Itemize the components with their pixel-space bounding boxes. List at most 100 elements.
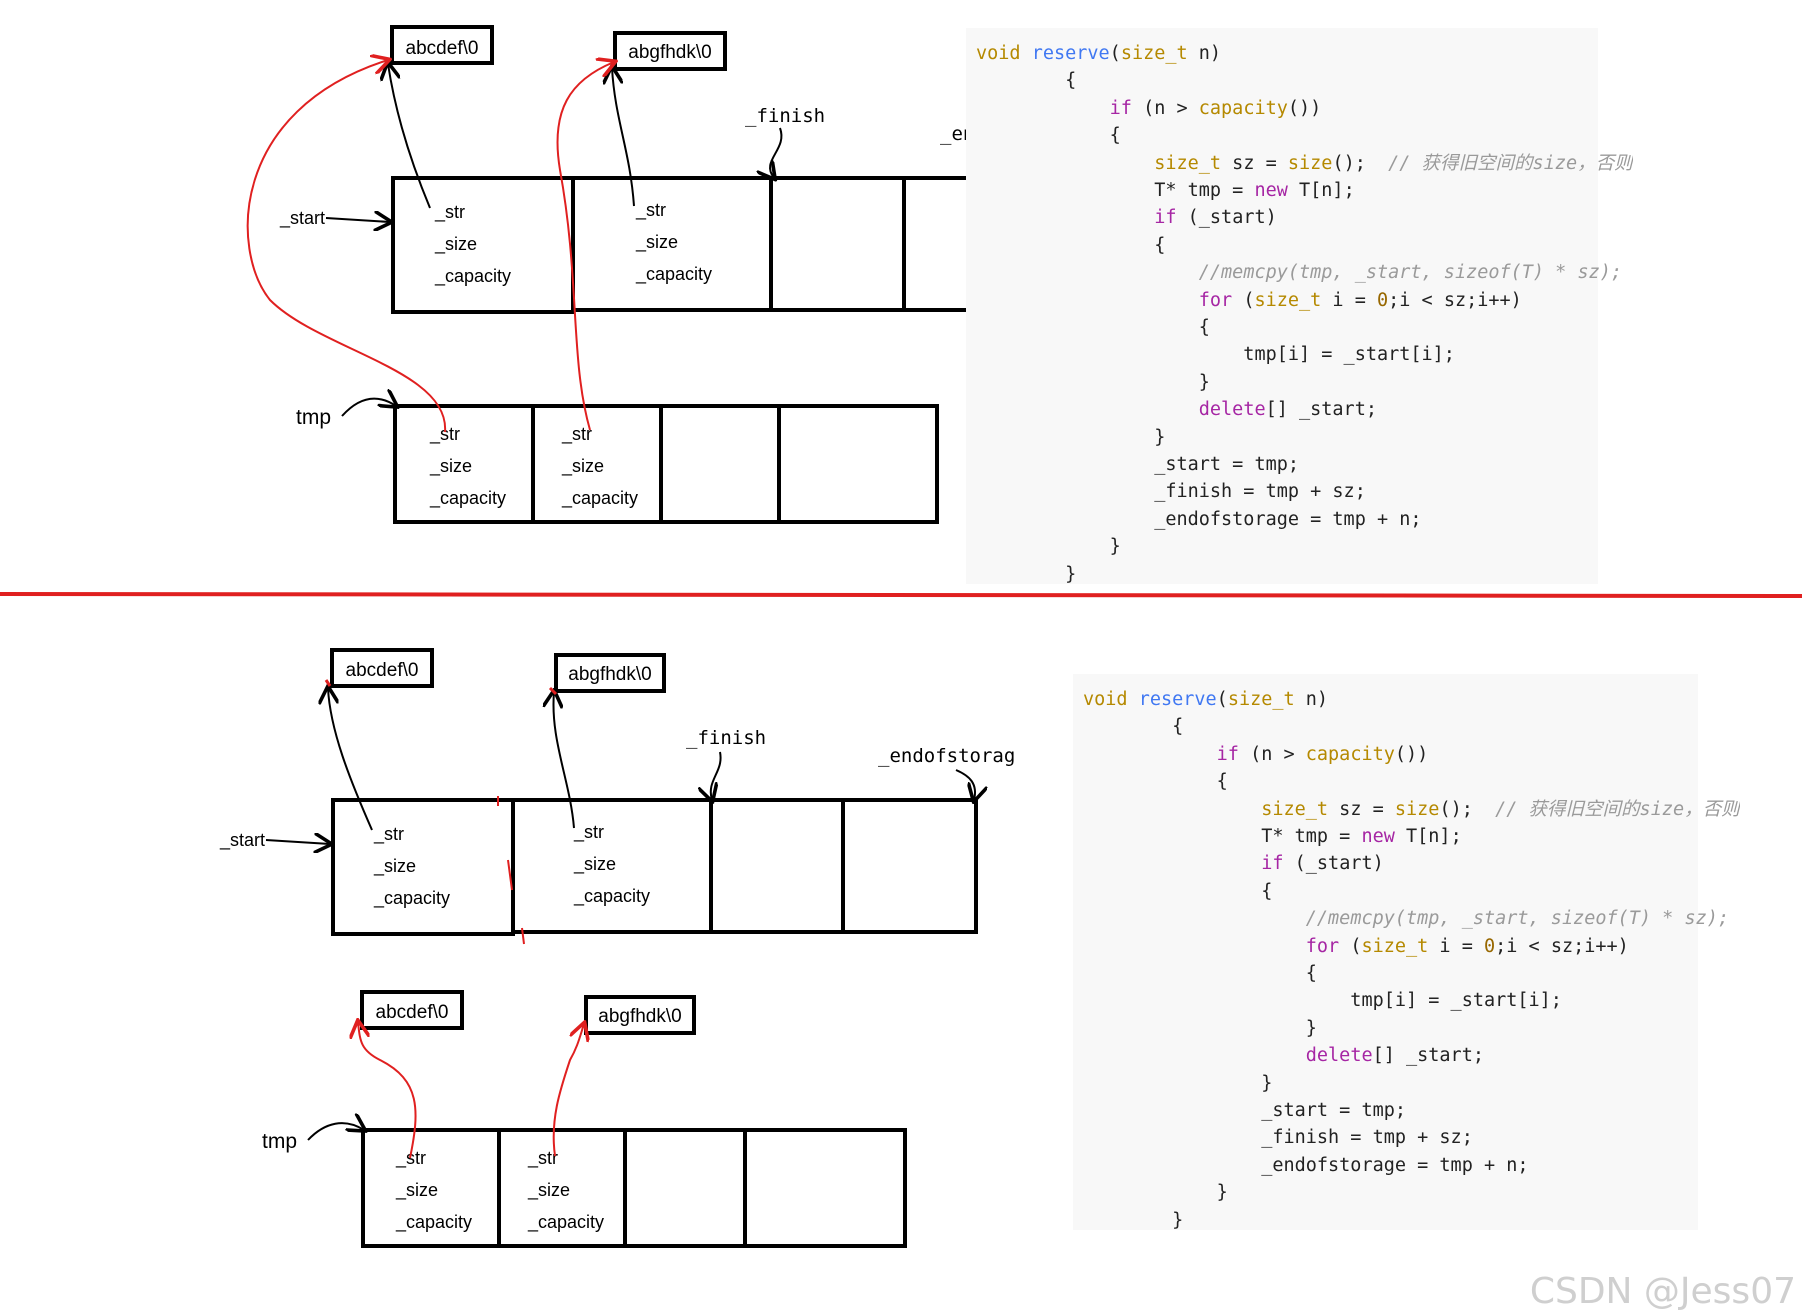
field-capacity: _capacity [527,1212,604,1233]
code-line: { [976,232,1165,259]
tmp-label: tmp [296,406,331,429]
field-str: _str [561,424,592,445]
cell-fields-top-0: _str _size _capacity [434,202,511,287]
code-line: } [1083,1207,1183,1234]
code-token [976,399,1199,420]
code-token: { [1083,771,1228,793]
code-token: { [976,70,1077,92]
code-line: T* tmp = new T[n]; [976,177,1355,204]
tmp-pointer-arrow [307,1123,364,1141]
code-token: reserve [1138,689,1217,710]
code-token [1083,744,1217,765]
code-token: { [1083,963,1317,984]
field-size: _size [429,456,472,477]
code-token: sz = [1328,798,1395,820]
code-line: { [1083,768,1228,795]
tmp-cell-fields-top-0: _str _size _capacity [429,424,506,509]
code-line: { [976,67,1076,94]
code-token [976,207,1154,228]
code-token [976,290,1199,311]
string-text: abcdef\0 [376,1002,449,1023]
code-token: if [1154,207,1177,229]
code-token: _finish = tmp + sz; [976,481,1366,503]
watermark: CSDN @Jess07 [1529,1271,1796,1312]
code-token: new [1254,180,1288,201]
code-token: size_t [1261,798,1329,820]
string-box-abcdef-top: abcdef\0 [390,25,494,65]
code-token: { [976,317,1210,338]
code-token: ( [1339,935,1362,957]
code-line: _start = tmp; [976,451,1299,478]
code-token: (); [1332,152,1389,174]
string-box-abcdef-tmp: abcdef\0 [360,990,464,1030]
code-token: void [976,43,1021,64]
section-divider [0,592,1802,598]
code-token: delete [1198,399,1266,421]
code-token: for [1305,935,1340,957]
code-line: size_t sz = size(); // 获得旧空间的size，否则 [1083,796,1739,823]
endofstorage-label: _endofstorag [878,745,1015,767]
field-size: _size [561,456,604,477]
field-capacity: _capacity [635,264,712,285]
code-line: void reserve(size_t n) [1083,686,1328,713]
tmp-array-top [393,404,939,524]
code-token: _start = tmp; [976,454,1300,475]
start-label: _start [219,830,265,851]
field-str: _str [573,822,604,843]
code-line: if (n > capacity()) [1083,741,1429,768]
field-capacity: _capacity [561,488,638,509]
code-token: 0 [1377,289,1389,311]
endofstorage-pointer-arrow [955,769,975,800]
code-token: [] _start; [1265,399,1377,421]
tmp-cell-fields-bottom-1: _str _size _capacity [527,1148,604,1233]
tmp-cell-fields-bottom-0: _str _size _capacity [395,1148,472,1233]
code-line: for (size_t i = 0;i < sz;i++) [1083,933,1629,960]
code-line: } [1083,1070,1272,1097]
code-token: new [1361,826,1395,847]
cell-fields-bottom-0: _str _size _capacity [373,824,450,909]
code-token: size_t [1254,289,1322,311]
code-line: { [976,314,1210,341]
code-token: { [976,125,1121,147]
code-line: T* tmp = new T[n]; [1083,823,1462,850]
code-line: { [1083,878,1272,905]
code-token: 0 [1484,935,1496,957]
code-line: if (_start) [1083,850,1384,877]
finish-pointer-arrow [711,751,722,800]
code-token: for [1198,289,1233,311]
field-size: _size [635,232,678,253]
finish-label: _finish [686,727,766,749]
string-box-abcdef-bottom: abcdef\0 [330,648,434,688]
code-line: //memcpy(tmp, _start, sizeof(T) * sz); [1083,905,1729,932]
tmp-label: tmp [262,1130,297,1153]
start-array-top [391,176,1038,314]
string-text: abgfhdk\0 [628,42,711,63]
field-capacity: _capacity [573,886,650,907]
code-token: } [976,371,1210,393]
field-capacity: _capacity [373,888,450,909]
code-token: T[n]; [1394,826,1462,847]
code-token [976,153,1154,174]
code-token: } [976,426,1166,448]
code-token [1021,43,1032,64]
code-line: { [976,122,1121,149]
start-pointer-arrow [265,840,330,844]
code-token: _finish = tmp + sz; [1083,1127,1473,1149]
code-token: } [976,563,1077,585]
code-token: i = [1321,289,1377,311]
code-token: if [1216,743,1239,765]
field-size: _size [527,1180,570,1201]
code-token: ( [1232,289,1255,311]
code-token [1083,853,1261,874]
field-capacity: _capacity [429,488,506,509]
code-token: (n > [1131,97,1199,119]
bottom-diagram: abcdef\0 abgfhdk\0 _str _size _capacity … [219,648,1015,1248]
str-to-abgfhdk-arrow [553,692,575,829]
code-token [1083,936,1306,957]
code-token: } [976,536,1121,558]
code-token: ;i < sz;i++) [1388,289,1522,311]
field-size: _size [395,1180,438,1201]
code-token: [] _start; [1372,1045,1484,1067]
code-token: size_t [1227,689,1295,710]
field-size: _size [373,856,416,877]
